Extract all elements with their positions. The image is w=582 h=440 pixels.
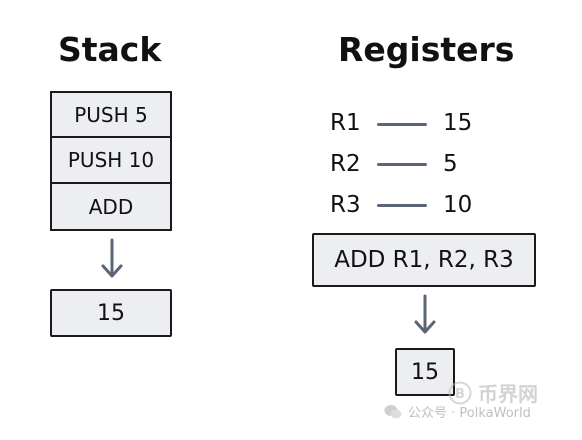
watermark-logo: B 币界网 — [448, 378, 538, 407]
registers-title: Registers — [338, 30, 515, 69]
register-r3-connector — [377, 204, 427, 207]
register-r2-label: R2 — [330, 151, 361, 177]
watermark: 公众号 · PolkaWorld — [384, 402, 531, 421]
register-r1-label: R1 — [330, 110, 361, 136]
arrow-down-icon — [101, 238, 123, 278]
register-r1-connector — [377, 123, 427, 126]
stack-instruction-add: ADD — [50, 182, 172, 231]
register-r3-label: R3 — [330, 192, 361, 218]
stack-instruction-push-5: PUSH 5 — [50, 91, 172, 138]
stack-result-box: 15 — [50, 289, 172, 337]
register-result-box: 15 — [395, 348, 455, 396]
watermark-account-text: 公众号 · PolkaWorld — [408, 406, 531, 421]
bitcoin-logo-icon: B — [448, 381, 472, 404]
stack-instruction-push-10: PUSH 10 — [50, 136, 172, 184]
register-r2-value: 5 — [443, 151, 458, 177]
register-instruction-box: ADD R1, R2, R3 — [312, 233, 536, 287]
wechat-icon — [384, 404, 402, 418]
svg-text:B: B — [455, 387, 465, 402]
register-r3-value: 10 — [443, 192, 473, 218]
arrow-down-icon — [414, 294, 436, 334]
register-r1-value: 15 — [443, 110, 473, 136]
watermark-logo-text: 币界网 — [478, 382, 538, 406]
register-r2-connector — [377, 163, 427, 166]
stack-title: Stack — [58, 30, 162, 69]
